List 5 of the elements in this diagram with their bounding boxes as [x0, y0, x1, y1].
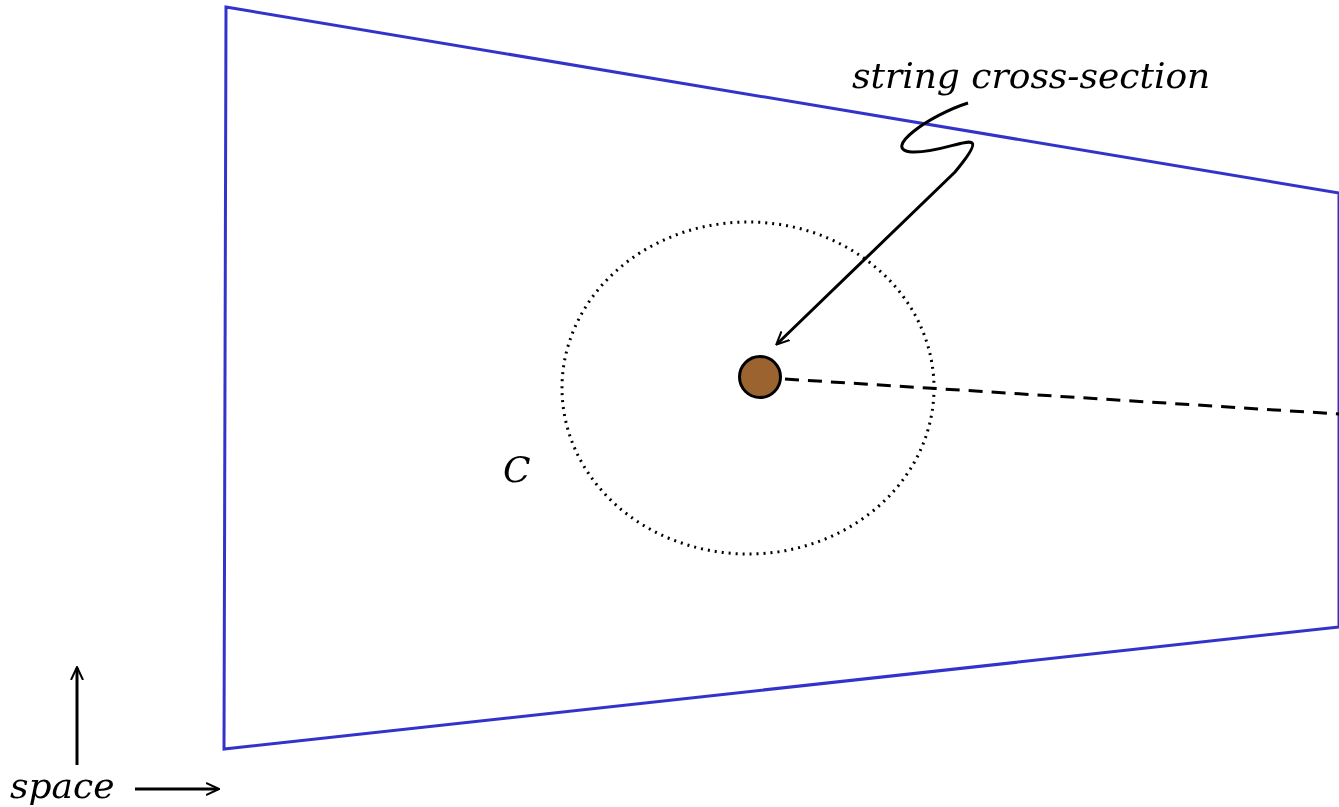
callout-label: string cross-section [852, 58, 1211, 94]
leader-line [775, 101, 974, 346]
loop-label: C [503, 452, 531, 488]
axis-label: space [10, 768, 115, 804]
string-dot [738, 355, 782, 399]
